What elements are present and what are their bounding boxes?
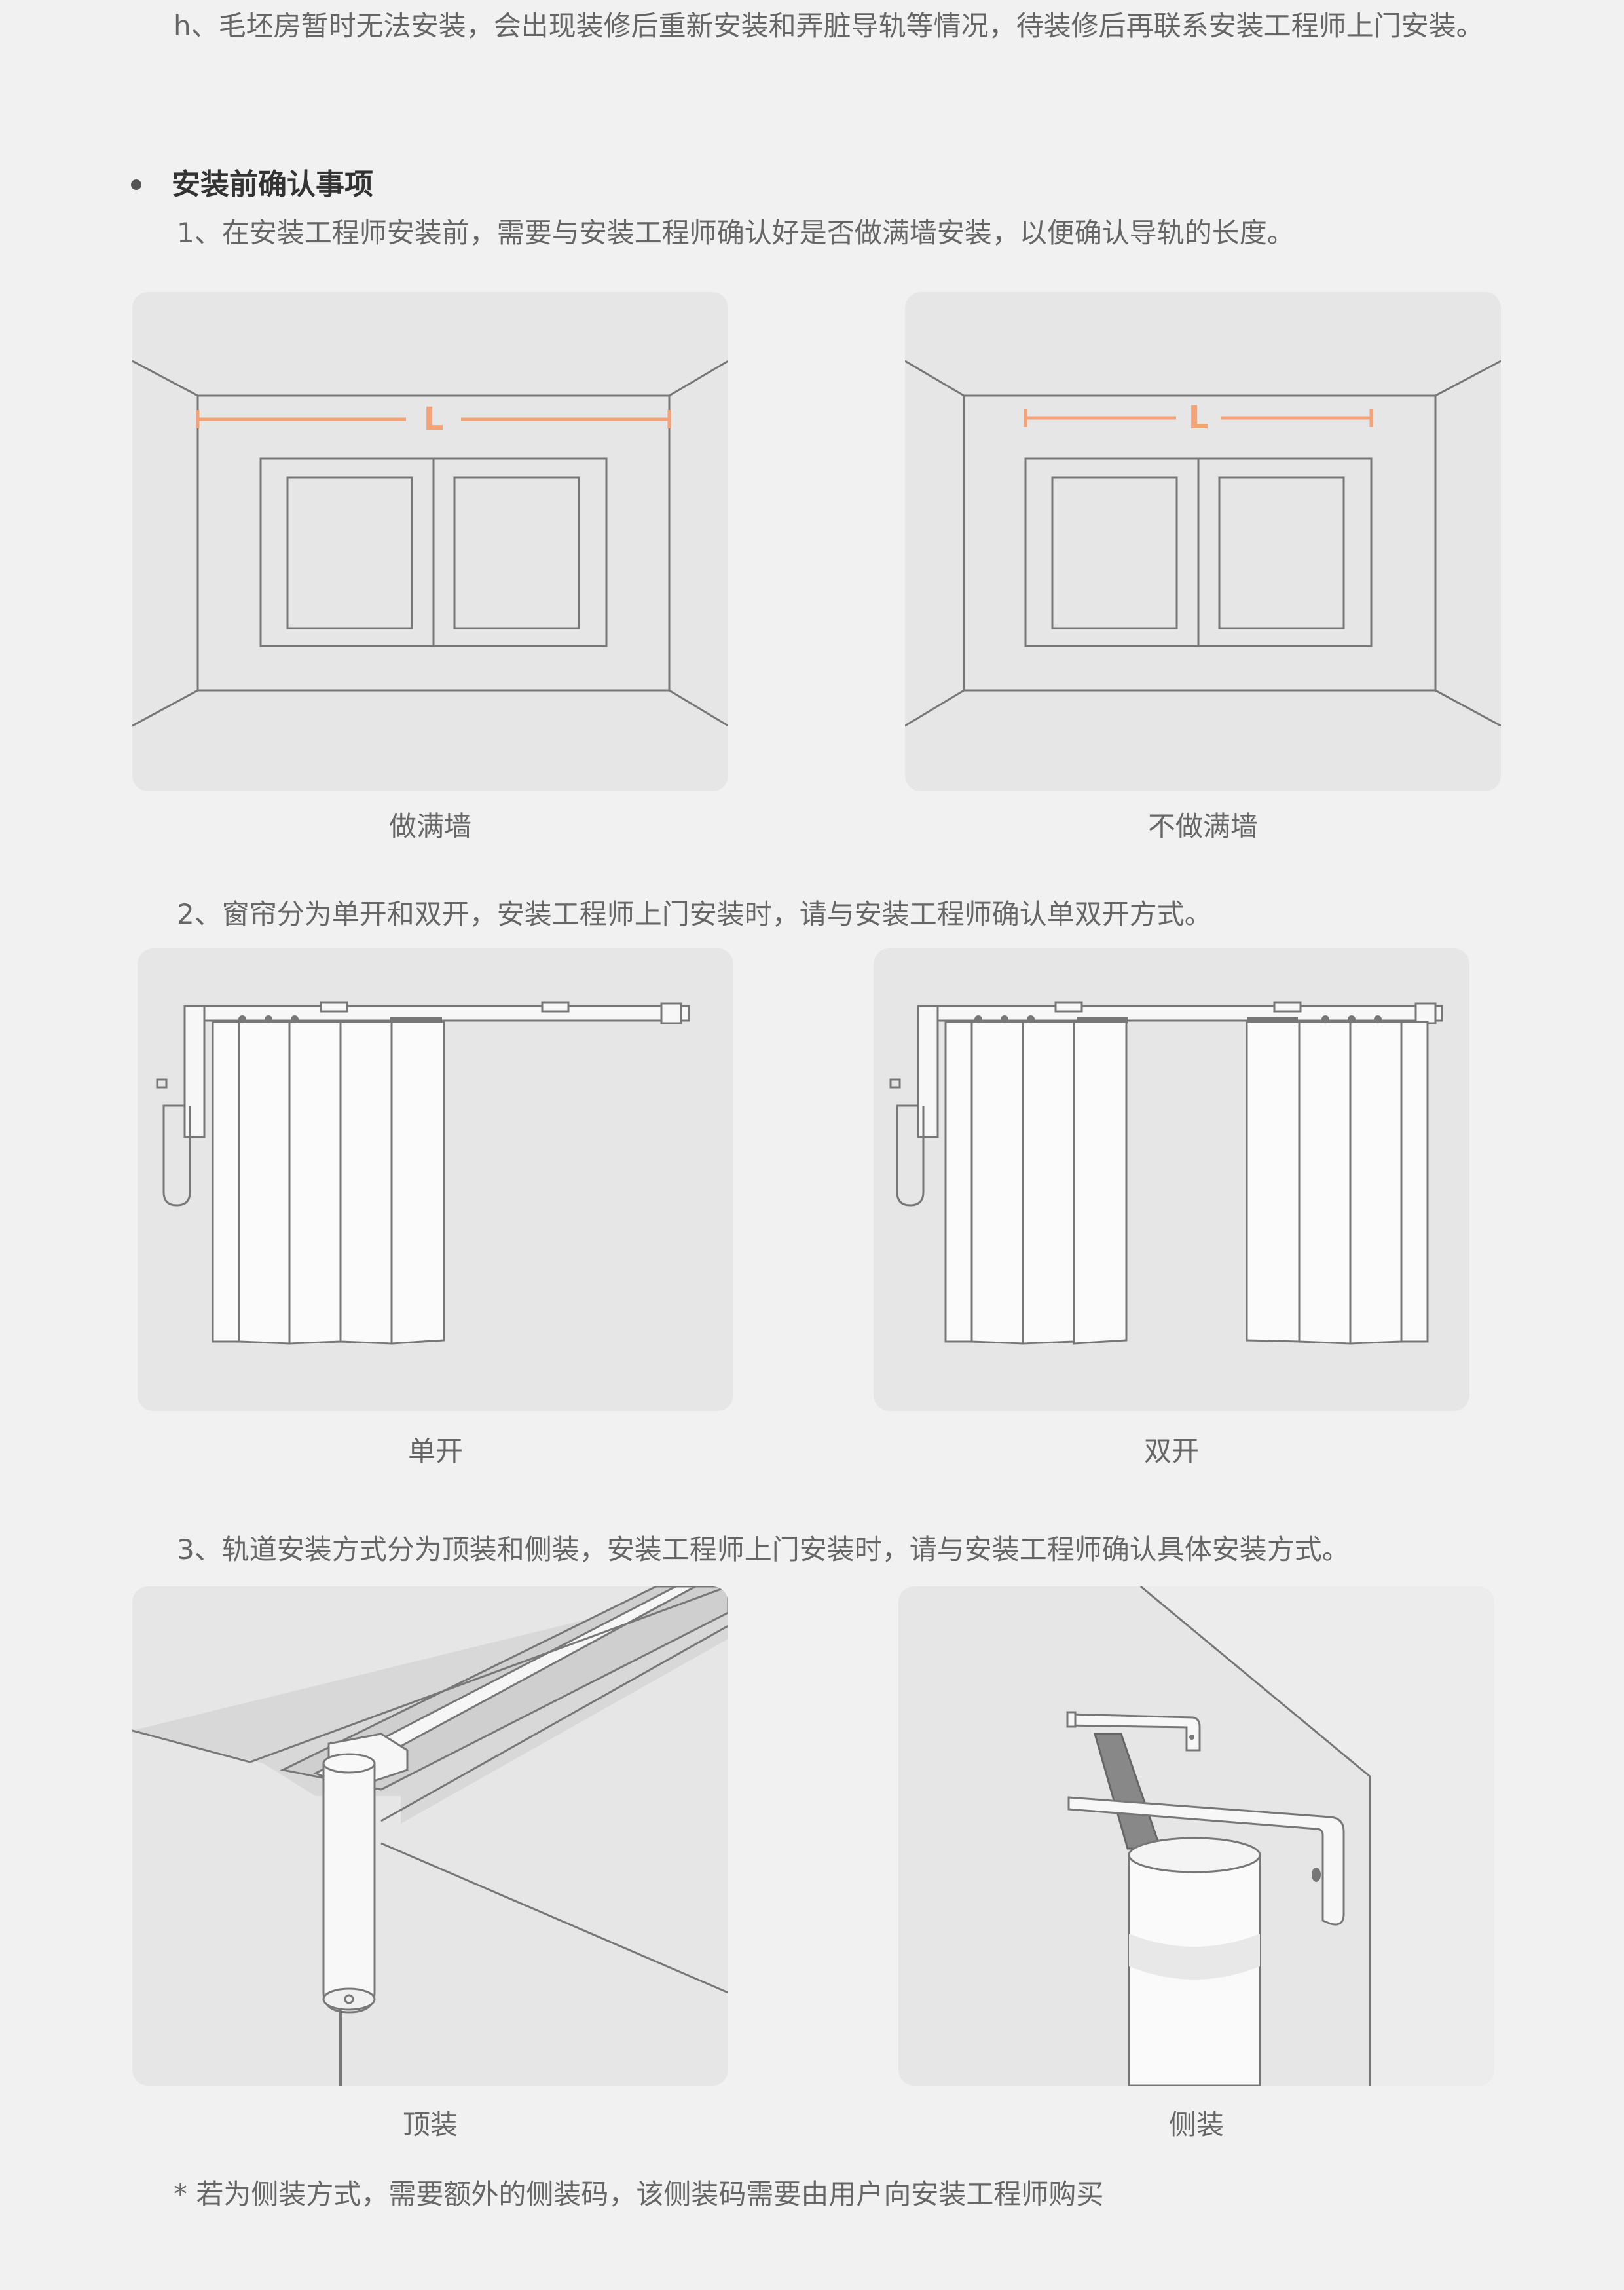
step2-text: 2、窗帘分为单开和双开，安装工程师上门安装时，请与安装工程师确认单双开方式。 (177, 898, 1212, 930)
double-open-illustration (874, 948, 1469, 1411)
full-wall-svg: L (132, 360, 728, 727)
length-label: L (424, 401, 444, 438)
side-mount-svg (1066, 1586, 1494, 2086)
top-mount-svg (132, 1586, 728, 2086)
caption-full-wall: 做满墙 (388, 810, 471, 842)
caption-side-mount: 侧装 (1168, 2109, 1224, 2141)
caption-top-mount: 顶装 (402, 2109, 458, 2141)
step1-text: 1、在安装工程师安装前，需要与安装工程师确认好是否做满墙安装，以便确认导轨的长度… (177, 217, 1295, 249)
top-mount-illustration (132, 1586, 728, 2086)
length-label: L (1189, 400, 1209, 436)
intro-paragraph: h、毛坯房暂时无法安装，会出现装修后重新安装和弄脏导轨等情况，待装修后再联系安装… (174, 10, 1484, 42)
double-open-svg (889, 1001, 1443, 1345)
caption-single-open: 单开 (407, 1435, 463, 1467)
caption-double-open: 双开 (1143, 1435, 1199, 1467)
step3-text: 3、轨道安装方式分为顶装和侧装，安装工程师上门安装时，请与安装工程师确认具体安装… (177, 1533, 1350, 1566)
side-mount-illustration (898, 1586, 1494, 2086)
partial-wall-illustration: L (905, 292, 1501, 791)
single-open-svg (156, 1001, 690, 1345)
footnote: * 若为侧装方式，需要额外的侧装码，该侧装码需要由用户向安装工程师购买 (174, 2178, 1104, 2210)
section-heading: 安装前确认事项 (172, 168, 373, 201)
section-heading-row: 安装前确认事项 (131, 164, 373, 206)
single-open-illustration (138, 948, 733, 1411)
caption-partial-wall: 不做满墙 (1147, 810, 1258, 842)
full-wall-illustration: L (132, 292, 728, 791)
partial-wall-svg: L (905, 360, 1501, 727)
bullet-dot (131, 179, 141, 190)
